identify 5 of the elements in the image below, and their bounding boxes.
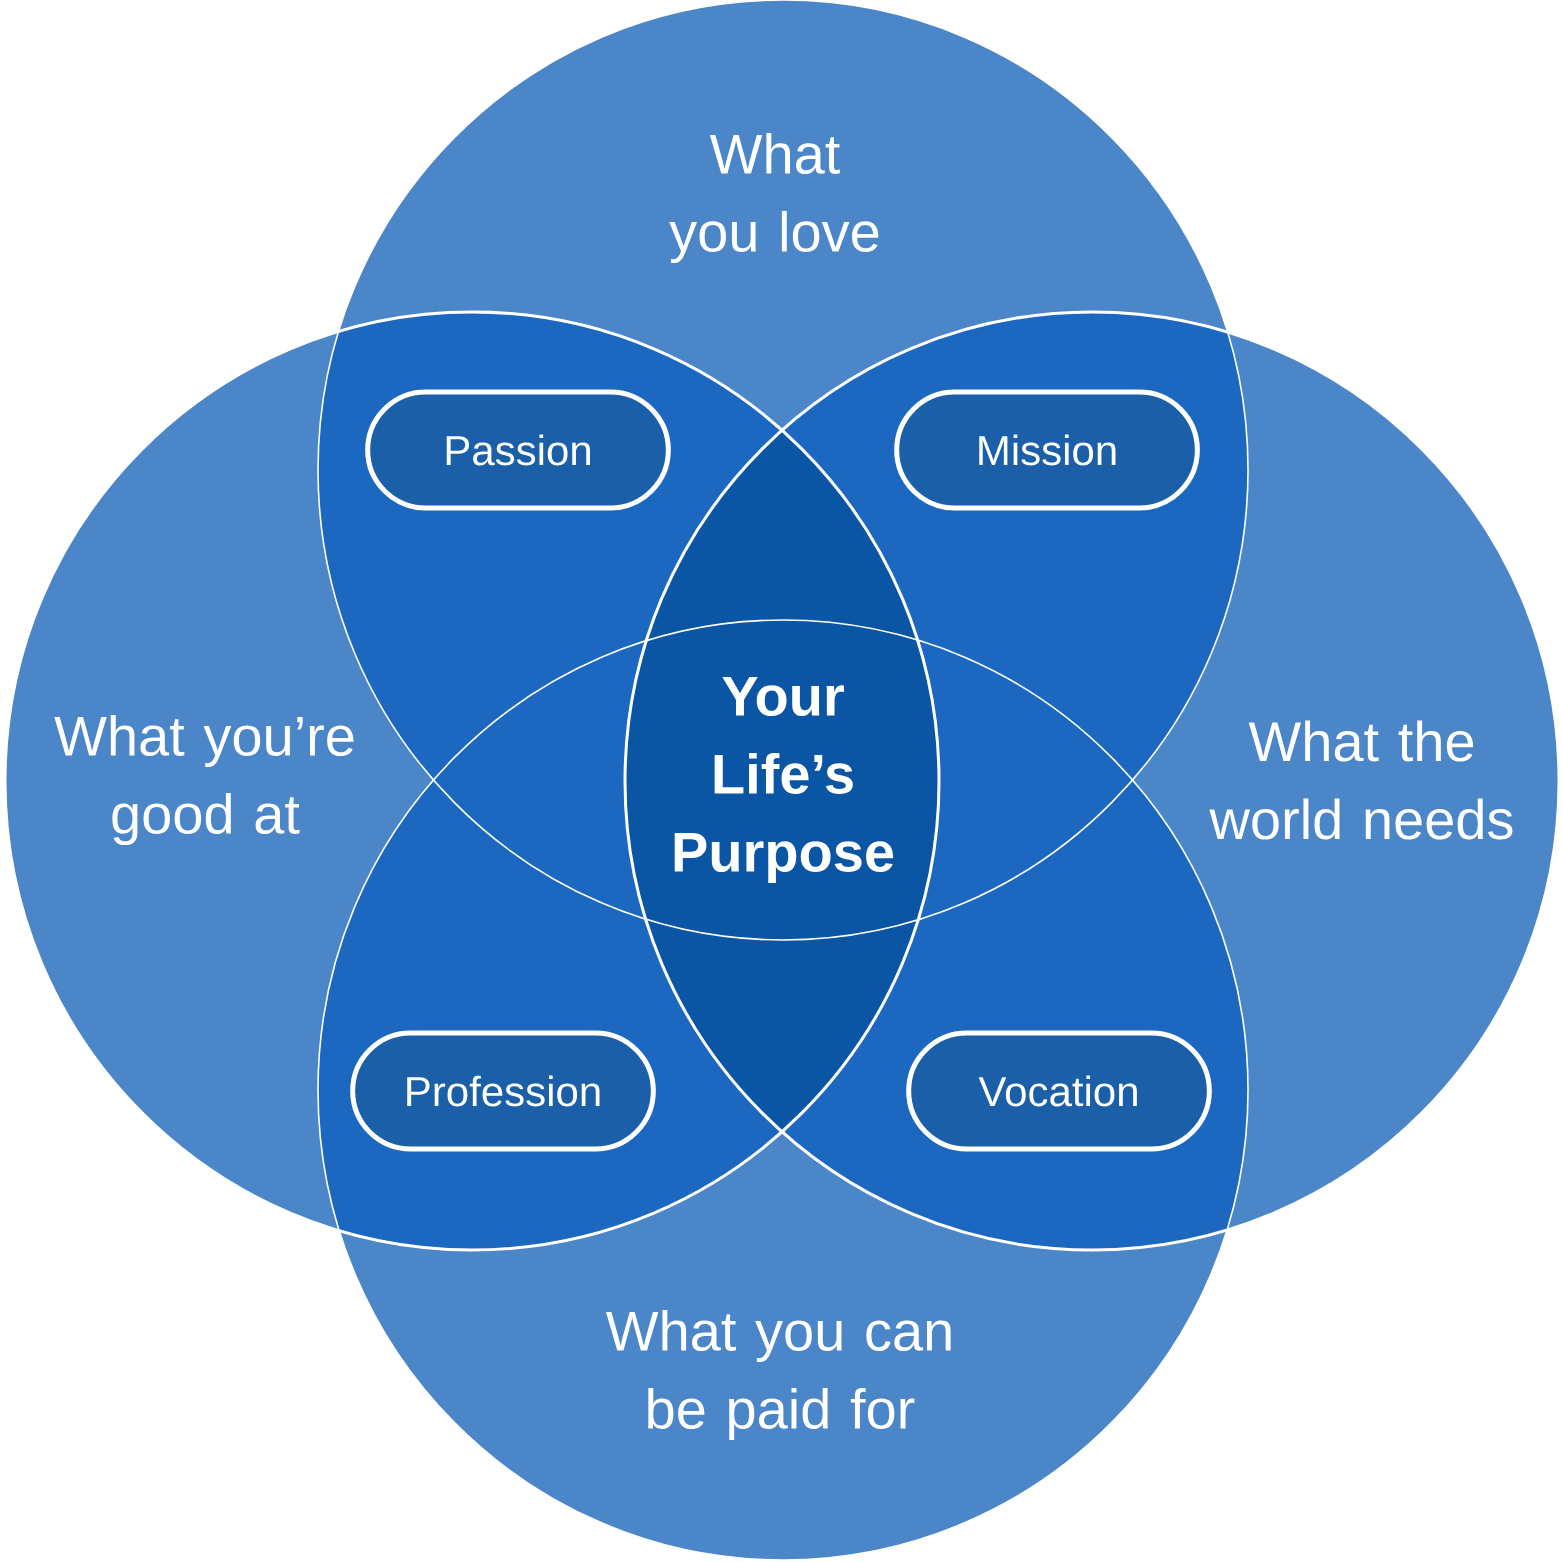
pill-box: Vocation [906, 1030, 1212, 1152]
pill-box: Mission [894, 389, 1200, 511]
center-label: Your Life’s Purpose [674, 676, 894, 884]
pill-box: Profession [350, 1030, 656, 1152]
pill-box: Passion [365, 389, 671, 511]
